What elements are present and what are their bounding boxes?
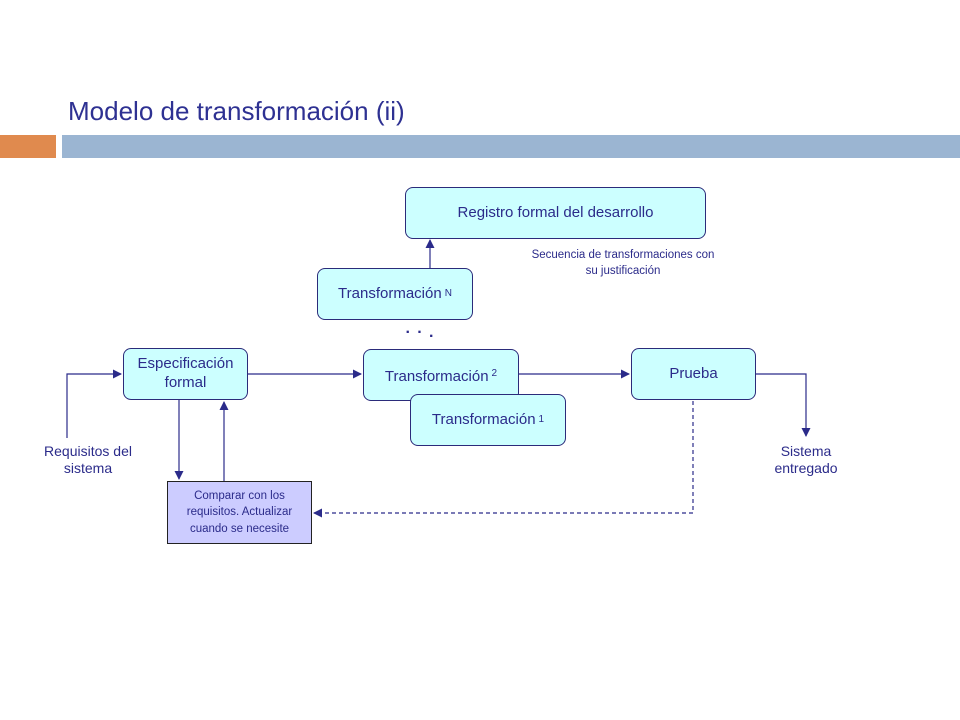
label-secuencia: Secuencia de transformaciones con su jus… (531, 249, 715, 277)
node-comparar-requisitos: Comparar con los requisitos. Actualizar … (167, 481, 312, 544)
node-especificacion-label: Especificación formal (137, 355, 234, 391)
arrow-requisitos-especificacion (66, 369, 122, 438)
node-prueba: Prueba (631, 348, 756, 400)
title-accent-bar (0, 135, 56, 158)
node-transformacion-n-sub: N (444, 287, 452, 299)
node-registro-formal: Registro formal del desarrollo (405, 187, 706, 239)
node-transformacion-1-label: Transformación (431, 410, 536, 428)
node-transformacion-1-sub: 1 (538, 413, 545, 425)
node-transformacion-n-label: Transformación (338, 284, 442, 302)
node-especificacion-formal: Especificación formal (123, 348, 248, 400)
arrow-prueba-comparar-dashed (313, 401, 694, 518)
label-requisitos: Requisitos del sistema (44, 443, 132, 476)
node-transformacion-2-label: Transformación (384, 368, 489, 385)
label-sistema-entregado: Sistema entregado (774, 443, 838, 476)
arrow-prueba-sistema (756, 373, 811, 437)
node-prueba-label: Prueba (669, 364, 718, 382)
node-registro-label: Registro formal del desarrollo (457, 203, 654, 221)
label-ellipsis: · · . (405, 324, 435, 341)
node-transformacion-2-sub: 2 (491, 368, 498, 379)
slide-title: Modelo de transformación (ii) (68, 96, 405, 126)
title-underline-bar (62, 135, 960, 158)
